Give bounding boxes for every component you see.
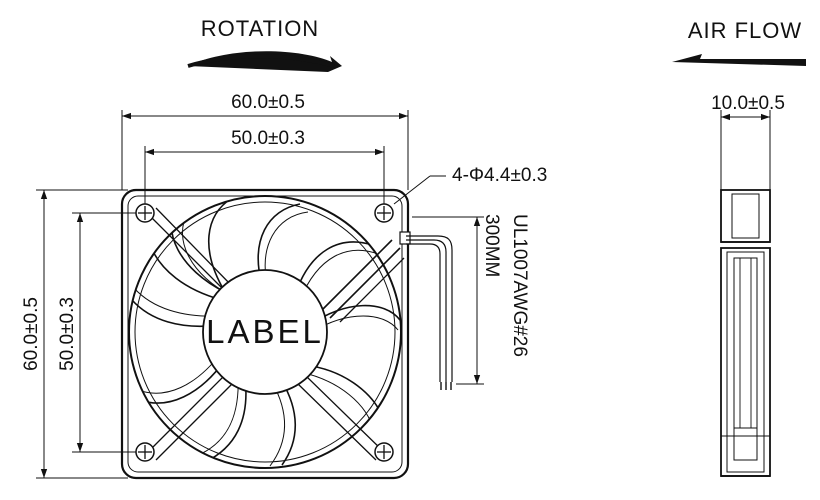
mount-hole-top-left (135, 203, 155, 223)
overall-width-dimension: 60.0±0.5 (121, 92, 409, 190)
hole-height-dimension: 50.0±0.3 (57, 212, 140, 453)
airflow-arrow (672, 54, 806, 66)
mount-hole-bottom-left (135, 442, 155, 462)
airflow-label: AIR FLOW (688, 18, 802, 43)
hole-width-dimension: 50.0±0.3 (144, 128, 385, 205)
cable-length-dimension: 300MM (412, 214, 502, 385)
rotation-label: ROTATION (201, 16, 319, 41)
frame-struts (147, 207, 405, 461)
fan-front-view: LABEL (120, 188, 410, 480)
hub (202, 269, 328, 395)
hole-height-text: 50.0±0.3 (57, 297, 78, 371)
mount-hole-bottom-right (374, 442, 394, 462)
fan-side-view (720, 189, 771, 477)
fan-cable (399, 231, 453, 390)
overall-height-dimension: 60.0±0.5 (21, 189, 128, 479)
overall-width-text: 60.0±0.5 (231, 92, 305, 113)
mount-hole-top-right (374, 203, 394, 223)
cable-length-text: 300MM (481, 214, 502, 277)
mount-hole-text: 4-Φ4.4±0.3 (452, 165, 547, 186)
mount-hole-callout: 4-Φ4.4±0.3 (393, 165, 547, 205)
cable-spec-text: UL1007AWG#26 (509, 214, 530, 357)
hole-width-text: 50.0±0.3 (231, 128, 305, 149)
thickness-text: 10.0±0.5 (711, 93, 785, 114)
overall-height-text: 60.0±0.5 (21, 297, 42, 371)
rotation-arrow (187, 51, 342, 72)
label-text: LABEL (206, 313, 324, 350)
thickness-dimension: 10.0±0.5 (711, 93, 785, 190)
